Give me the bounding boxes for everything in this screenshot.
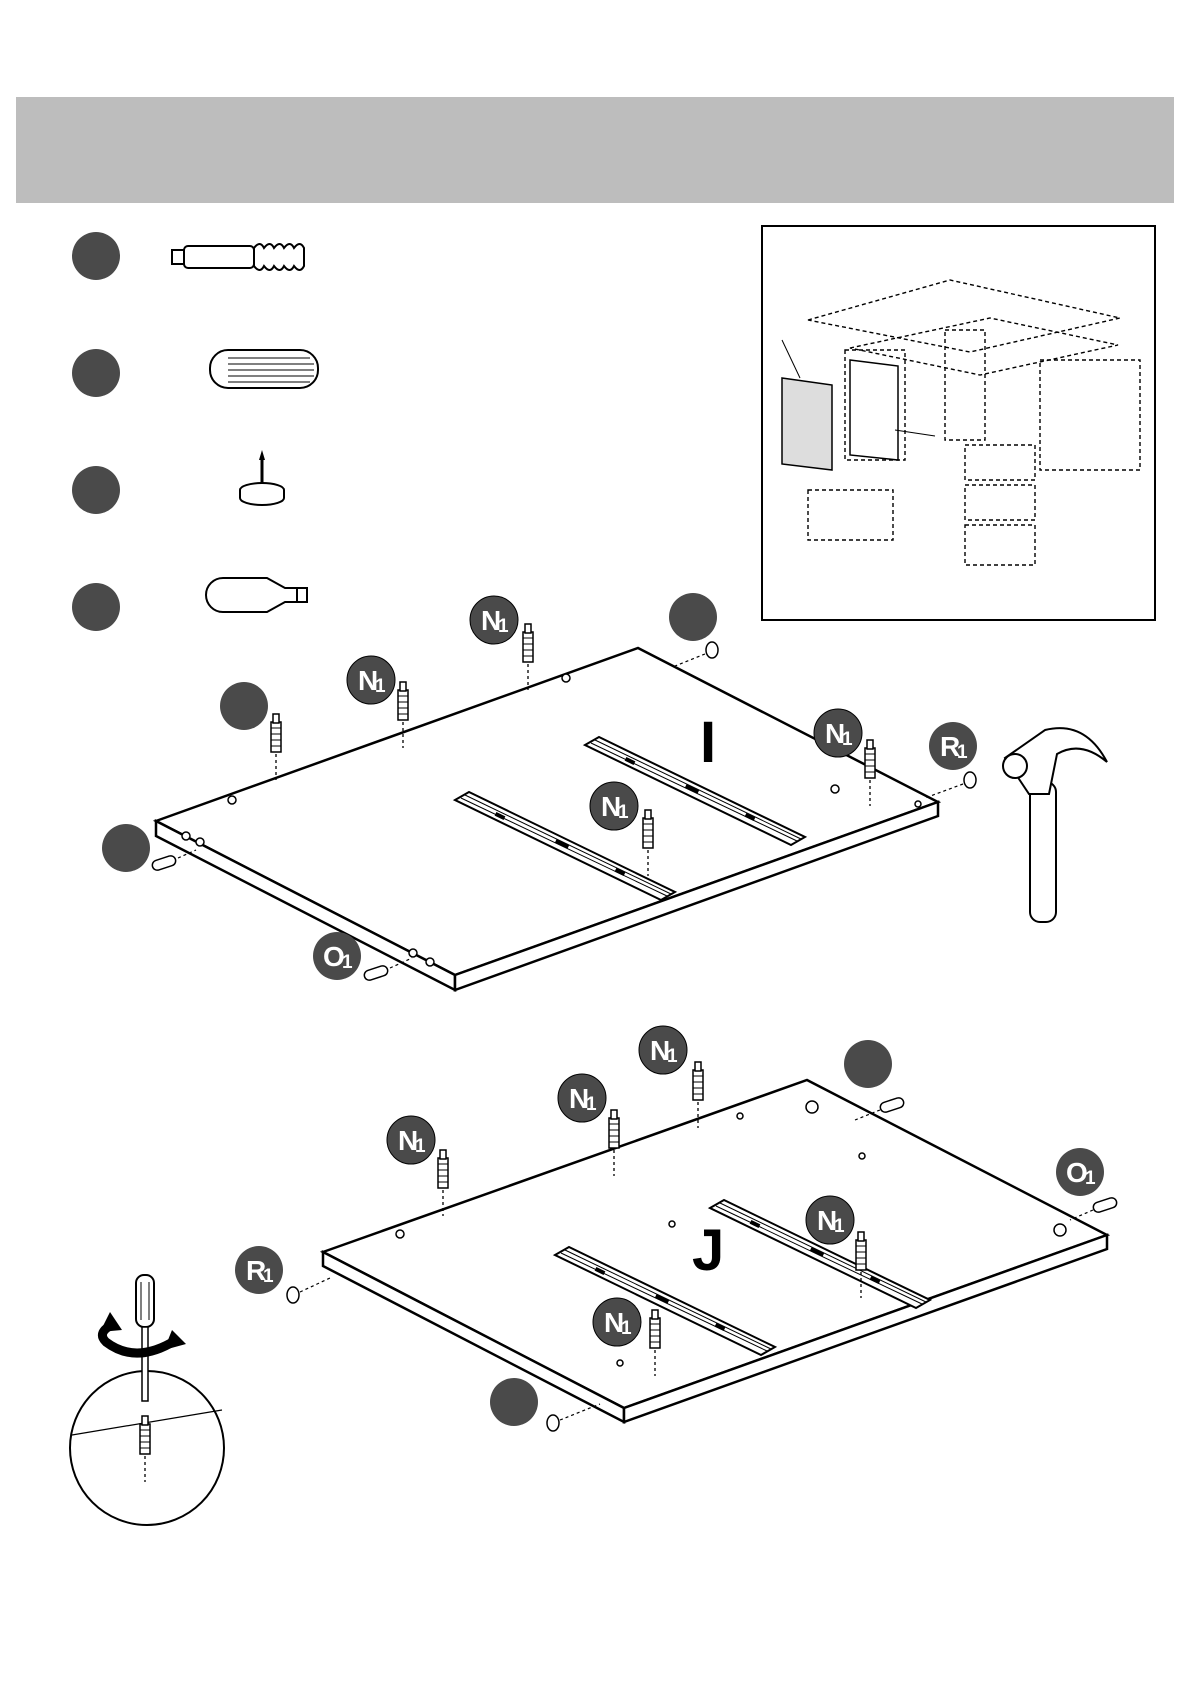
hammer-icon xyxy=(1003,728,1107,922)
callout-o1: O 1 xyxy=(313,932,361,980)
nail-glide xyxy=(964,772,976,788)
nail-glide xyxy=(706,642,718,658)
nail-glide xyxy=(547,1415,559,1431)
legend-badge xyxy=(72,583,120,631)
callout-badge xyxy=(669,593,717,641)
legend-item-plug xyxy=(72,578,307,631)
callout-badge xyxy=(220,682,268,730)
callout-n1 xyxy=(470,596,518,644)
panel-j: J R 1 O 1 xyxy=(235,1026,1118,1431)
svg-text:1: 1 xyxy=(957,742,968,763)
callout-r1: R 1 xyxy=(929,722,977,770)
wooden-dowel xyxy=(363,965,389,982)
callout-n1 xyxy=(387,1116,435,1164)
nail-glide xyxy=(287,1287,299,1303)
legend-badge xyxy=(72,232,120,280)
callout-n1 xyxy=(558,1074,606,1122)
svg-text:1: 1 xyxy=(263,1266,274,1287)
panel-i-label: I xyxy=(700,710,716,775)
callout-n1 xyxy=(590,782,638,830)
wooden-dowel xyxy=(1092,1197,1118,1214)
callout-n1 xyxy=(639,1026,687,1074)
callout-badge xyxy=(490,1378,538,1426)
desk-overview-inset xyxy=(762,226,1155,620)
legend-badge xyxy=(72,349,120,397)
header-band xyxy=(16,97,1174,203)
callout-badge xyxy=(102,824,150,872)
legend-item-cam-bolt xyxy=(72,232,304,280)
callout-o1: O 1 xyxy=(1056,1148,1104,1196)
screwdriver-detail xyxy=(70,1275,224,1525)
legend-item-dowel xyxy=(72,349,318,397)
wooden-dowel-icon xyxy=(210,350,318,388)
callout-badge xyxy=(844,1040,892,1088)
cam-bolt xyxy=(438,1150,448,1216)
callout-n1 xyxy=(593,1298,641,1346)
svg-text:1: 1 xyxy=(1085,1168,1096,1189)
wooden-dowel xyxy=(879,1097,905,1114)
wooden-dowel xyxy=(151,855,177,872)
legend-badge xyxy=(72,466,120,514)
callout-n1 xyxy=(806,1196,854,1244)
callout-r1: R 1 xyxy=(235,1246,283,1294)
parts-legend xyxy=(72,232,318,631)
panel-i: I R 1 O 1 xyxy=(102,593,1107,990)
cam-bolt xyxy=(271,714,281,780)
nail-glide-icon xyxy=(240,450,284,505)
callout-n1 xyxy=(347,656,395,704)
svg-text:1: 1 xyxy=(342,952,353,973)
cam-bolt xyxy=(523,624,533,690)
panel-j-label: J xyxy=(692,1218,724,1283)
callout-n1 xyxy=(814,709,862,757)
plastic-plug-icon xyxy=(206,578,307,612)
legend-item-nail-glide xyxy=(72,450,284,514)
cam-lock-bolt-icon xyxy=(172,244,304,270)
